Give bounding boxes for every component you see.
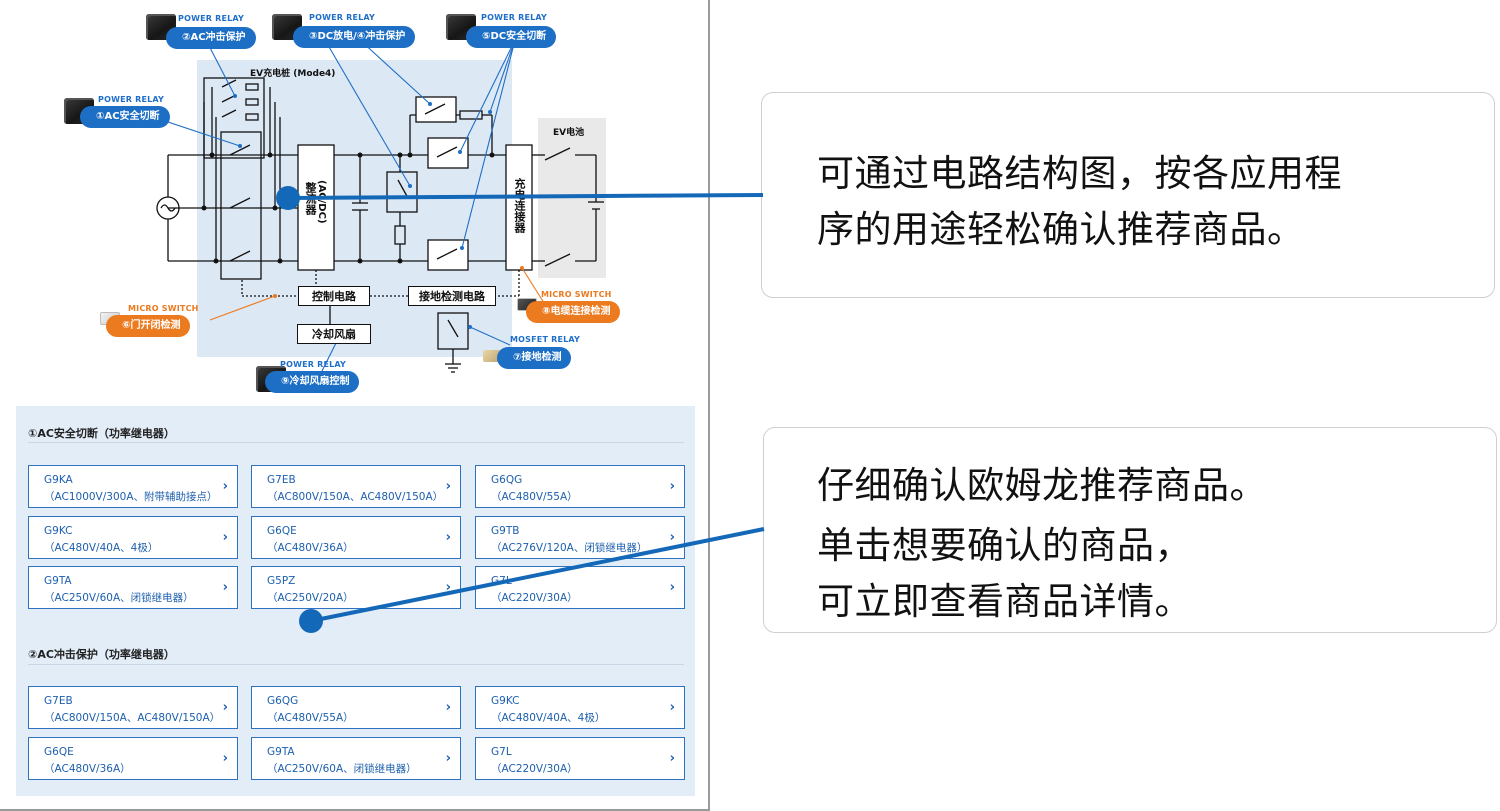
product-card-g9tb[interactable]: G9TB （AC276V/120A、闭锁继电器） › xyxy=(475,516,685,559)
section-title: ②AC冲击保护（功率继电器） xyxy=(28,648,175,661)
product-name: G6QE xyxy=(267,525,297,537)
product-card-g9kc[interactable]: G9KC （AC480V/40A、4极） › xyxy=(475,686,685,729)
chevron-right-icon: › xyxy=(222,700,228,715)
ground-detect-box: 接地检测电路 xyxy=(408,286,496,306)
product-card-g5pz[interactable]: G5PZ （AC250V/20A） › xyxy=(251,566,461,609)
product-name: G7EB xyxy=(267,474,296,486)
tag-door-open-detect[interactable]: ⑥门开闭检测 xyxy=(106,315,191,337)
product-spec: （AC276V/120A、闭锁继电器） xyxy=(491,542,648,554)
callout-text-line: 单击想要确认的商品， xyxy=(817,524,1192,567)
product-name: G7EB xyxy=(44,695,73,707)
product-name: G7L xyxy=(491,746,512,758)
product-name: G9TA xyxy=(267,746,295,758)
relay-type-label: MOSFET RELAY xyxy=(510,335,581,344)
chevron-right-icon: › xyxy=(445,751,451,766)
section-title: ①AC安全切断（功率继电器） xyxy=(28,427,175,440)
product-card-g7l[interactable]: G7L （AC220V/30A） › xyxy=(475,737,685,780)
callout-text-line: 序的用途轻松确认推荐商品。 xyxy=(817,208,1305,251)
product-name: G6QE xyxy=(44,746,74,758)
relay-type-label: POWER RELAY xyxy=(309,13,376,22)
product-panel: ①AC安全切断（功率继电器） G9KA （AC1000V/300A、附带辅助接点… xyxy=(16,406,695,796)
callout-text-line: 可通过电路结构图，按各应用程 xyxy=(817,152,1342,195)
battery-label: EV电池 xyxy=(553,128,585,138)
chevron-right-icon: › xyxy=(222,530,228,545)
chevron-right-icon: › xyxy=(669,700,675,715)
product-spec: （AC250V/20A） xyxy=(267,592,354,604)
control-circuit-box: 控制电路 xyxy=(298,286,370,306)
circuit-diagram: EV充电桩 (Mode4) EV电池 整流器 (AC/DC) 充电连接器 控制电… xyxy=(0,0,708,400)
product-spec: （AC480V/40A、4极） xyxy=(44,542,159,554)
callout-text-line: 仔细确认欧姆龙推荐商品。 xyxy=(817,464,1267,507)
product-name: G9KC xyxy=(44,525,73,537)
product-spec: （AC480V/55A） xyxy=(267,712,354,724)
chevron-right-icon: › xyxy=(222,751,228,766)
website-screenshot: EV充电桩 (Mode4) EV电池 整流器 (AC/DC) 充电连接器 控制电… xyxy=(0,0,710,811)
product-spec: （AC250V/60A、闭锁继电器） xyxy=(44,592,194,604)
product-name: G9TB xyxy=(491,525,520,537)
chevron-right-icon: › xyxy=(445,700,451,715)
section-divider xyxy=(28,442,684,443)
chevron-right-icon: › xyxy=(445,479,451,494)
relay-type-label: MICRO SWITCH xyxy=(541,290,612,299)
chevron-right-icon: › xyxy=(222,580,228,595)
product-card-g7eb[interactable]: G7EB （AC800V/150A、AC480V/150A） › xyxy=(28,686,238,729)
product-spec: （AC480V/36A） xyxy=(44,763,131,775)
tag-dc-discharge-surge[interactable]: ③DC放电/④冲击保护 xyxy=(293,26,416,48)
product-name: G7L xyxy=(491,575,512,587)
product-card-g9ta[interactable]: G9TA （AC250V/60A、闭锁继电器） › xyxy=(251,737,461,780)
product-spec: （AC220V/30A） xyxy=(491,592,578,604)
tag-cable-connect-detect[interactable]: ⑧电缆连接检测 xyxy=(526,301,621,323)
product-card-g6qg[interactable]: G6QG （AC480V/55A） › xyxy=(251,686,461,729)
product-spec: （AC480V/55A） xyxy=(491,491,578,503)
product-spec: （AC1000V/300A、附带辅助接点） xyxy=(44,491,218,503)
callout-product-tip: 仔细确认欧姆龙推荐商品。 单击想要确认的商品， 可立即查看商品详情。 xyxy=(763,427,1497,633)
chevron-right-icon: › xyxy=(445,580,451,595)
tag-ac-surge-protection[interactable]: ②AC冲击保护 xyxy=(166,27,256,49)
product-name: G9TA xyxy=(44,575,72,587)
tag-dc-safety-cutoff[interactable]: ⑤DC安全切断 xyxy=(466,26,557,48)
product-card-g6qe[interactable]: G6QE （AC480V/36A） › xyxy=(28,737,238,780)
product-card-g9ta[interactable]: G9TA （AC250V/60A、闭锁继电器） › xyxy=(28,566,238,609)
tag-ac-safety-cutoff[interactable]: ①AC安全切断 xyxy=(80,106,170,128)
product-card-g6qe[interactable]: G6QE （AC480V/36A） › xyxy=(251,516,461,559)
relay-type-label: POWER RELAY xyxy=(98,95,165,104)
product-spec: （AC220V/30A） xyxy=(491,763,578,775)
callout-text-line: 可立即查看商品详情。 xyxy=(817,580,1192,623)
chevron-right-icon: › xyxy=(445,530,451,545)
relay-type-label: POWER RELAY xyxy=(178,14,245,23)
circuit-lines xyxy=(149,39,606,376)
product-card-g9ka[interactable]: G9KA （AC1000V/300A、附带辅助接点） › xyxy=(28,465,238,508)
diagram-title: EV充电桩 (Mode4) xyxy=(250,69,336,79)
product-spec: （AC480V/36A） xyxy=(267,542,354,554)
chevron-right-icon: › xyxy=(669,580,675,595)
product-spec: （AC800V/150A、AC480V/150A） xyxy=(267,491,444,503)
product-card-g7l[interactable]: G7L （AC220V/30A） › xyxy=(475,566,685,609)
chevron-right-icon: › xyxy=(222,479,228,494)
section-divider xyxy=(28,664,684,665)
tag-ground-detect[interactable]: ⑦接地检测 xyxy=(497,347,572,369)
product-card-g9kc[interactable]: G9KC （AC480V/40A、4极） › xyxy=(28,516,238,559)
chevron-right-icon: › xyxy=(669,751,675,766)
product-spec: （AC250V/60A、闭锁继电器） xyxy=(267,763,417,775)
relay-type-label: MICRO SWITCH xyxy=(128,304,199,313)
product-name: G9KC xyxy=(491,695,520,707)
product-name: G6QG xyxy=(491,474,523,486)
chevron-right-icon: › xyxy=(669,530,675,545)
tag-fan-control[interactable]: ⑨冷却风扇控制 xyxy=(265,371,360,393)
connector-label: 充电连接器 xyxy=(513,178,526,233)
product-card-g6qg[interactable]: G6QG （AC480V/55A） › xyxy=(475,465,685,508)
product-spec: （AC480V/40A、4极） xyxy=(491,712,606,724)
product-spec: （AC800V/150A、AC480V/150A） xyxy=(44,712,221,724)
product-name: G5PZ xyxy=(267,575,296,587)
product-name: G6QG xyxy=(267,695,299,707)
product-card-g7eb[interactable]: G7EB （AC800V/150A、AC480V/150A） › xyxy=(251,465,461,508)
relay-type-label: POWER RELAY xyxy=(280,360,347,369)
chevron-right-icon: › xyxy=(669,479,675,494)
rectifier-sublabel: (AC/DC) xyxy=(316,180,327,224)
callout-diagram-tip: 可通过电路结构图，按各应用程 序的用途轻松确认推荐商品。 xyxy=(761,92,1495,298)
product-name: G9KA xyxy=(44,474,73,486)
relay-type-label: POWER RELAY xyxy=(481,13,548,22)
cooling-fan-box: 冷却风扇 xyxy=(297,324,371,344)
